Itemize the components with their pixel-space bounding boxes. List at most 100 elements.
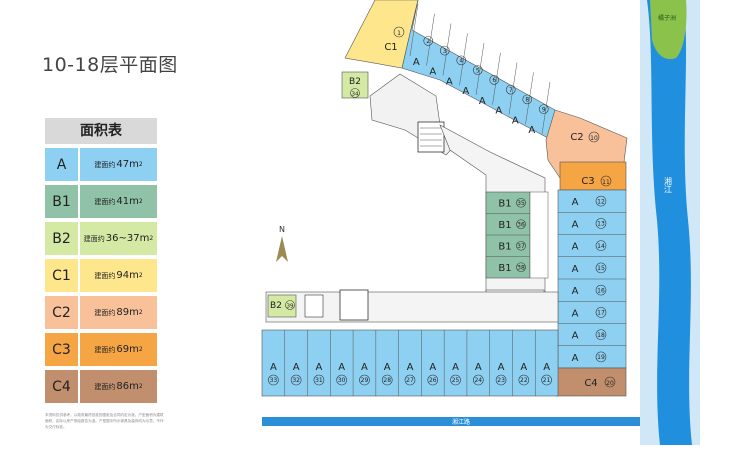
river: 橘子洲 湘江 <box>640 0 700 445</box>
unit-type-a: A <box>572 264 579 275</box>
legend-area-unit-sup: 2 <box>138 309 143 316</box>
unit-type-a: A <box>429 362 436 373</box>
legend-code: B2 <box>45 222 78 255</box>
unit-type-a: A <box>429 67 436 78</box>
unit-type-a: A <box>572 308 579 319</box>
b1-code: B1 <box>498 263 511 274</box>
unit-type-a: A <box>462 86 469 97</box>
unit-type-a: A <box>572 331 579 342</box>
b1-num-ring <box>516 197 526 208</box>
unit-type-a: A <box>512 115 519 126</box>
unit-number-ring <box>336 374 347 386</box>
legend-area-value: 89m <box>116 307 139 318</box>
unit-type-a: A <box>520 362 527 373</box>
b1-num-ring <box>516 240 526 251</box>
unit-type-a: A <box>572 197 579 208</box>
legend-area-unit-sup: 2 <box>138 346 143 353</box>
unit-number: 33 <box>270 377 278 384</box>
unit-number-ring <box>541 374 552 386</box>
unit-number-ring <box>495 374 507 386</box>
unit-number: 18 <box>597 332 605 339</box>
unit-number: 29 <box>361 377 369 384</box>
unit-number-ring <box>595 307 607 318</box>
b1-num: 35 <box>517 200 525 207</box>
legend-prefix: 建面约 <box>94 160 116 169</box>
unit-number-ring <box>439 45 450 56</box>
unit-type-a: A <box>572 242 579 253</box>
unit-number: 27 <box>406 377 414 384</box>
legend-prefix: 建面约 <box>83 234 105 243</box>
unit-number: 6 <box>492 77 496 84</box>
legend-area-value: 36~37m <box>105 233 150 244</box>
legend-header: 面积表 <box>45 118 157 144</box>
unit-type-a: A <box>572 219 579 230</box>
legend-area-value: 41m <box>116 196 139 207</box>
unit-number-ring <box>595 262 607 274</box>
unit-number-ring <box>595 218 607 229</box>
top-unit-divider <box>541 81 551 135</box>
unit-number-ring <box>404 374 416 386</box>
unit-number-ring <box>427 374 439 386</box>
b2-top-num: 34 <box>352 92 359 98</box>
top-unit-divider <box>492 52 501 105</box>
unit-number: 8 <box>525 97 529 104</box>
top-unit-divider <box>442 23 452 76</box>
top-unit-divider <box>409 3 419 57</box>
unit-type-a: A <box>338 362 345 373</box>
road-label: 湘江路 <box>452 418 470 426</box>
legend-area-value: 47m <box>116 159 139 170</box>
river-label: 湘江 <box>664 176 673 194</box>
unit-number-ring <box>595 329 607 340</box>
b2-bottom-code: B2 <box>270 301 282 311</box>
c3-code: C3 <box>581 176 594 187</box>
unit-type-a: A <box>316 362 323 373</box>
unit-number-ring <box>313 374 325 386</box>
unit-number-ring <box>472 65 483 75</box>
legend-code: B1 <box>45 185 78 218</box>
unit-number: 2 <box>426 38 430 45</box>
unit-number-ring <box>359 374 370 386</box>
legend-prefix: 建面约 <box>94 197 116 206</box>
c4-num: 20 <box>606 380 614 387</box>
page-title: 10-18层平面图 <box>42 54 178 76</box>
top-unit-divider <box>459 33 468 86</box>
b2-bottom-num: 39 <box>287 304 294 310</box>
corner-c2: C2 10 <box>545 109 628 179</box>
unit-number: 17 <box>597 310 605 317</box>
unit-number: 23 <box>497 377 505 384</box>
legend-area-value: 69m <box>116 344 139 355</box>
unit-number: 25 <box>452 377 460 384</box>
b1-code: B1 <box>498 241 511 252</box>
unit-number-ring <box>473 374 484 386</box>
top-unit-divider <box>475 42 485 96</box>
unit-number: 13 <box>597 221 605 228</box>
b1-num-ring <box>516 262 526 273</box>
legend-code: C4 <box>45 370 78 403</box>
unit-number-ring <box>518 374 530 386</box>
unit-type-a: A <box>413 57 420 68</box>
svg-text:N: N <box>279 225 285 234</box>
legend-area-value: 94m <box>116 270 139 281</box>
legend-area-unit-sup: 2 <box>138 383 143 390</box>
unit-number: 32 <box>292 377 300 384</box>
unit-number: 31 <box>315 377 323 384</box>
c4-code: C4 <box>584 378 597 389</box>
unit-number-ring <box>595 195 607 207</box>
unit-number: 26 <box>429 377 437 384</box>
legend-prefix: 建面约 <box>94 308 116 317</box>
legend-prefix: 建面约 <box>94 271 116 280</box>
unit-number: 15 <box>597 265 605 272</box>
unit-number-ring <box>595 284 607 296</box>
unit-number: 19 <box>597 354 605 361</box>
